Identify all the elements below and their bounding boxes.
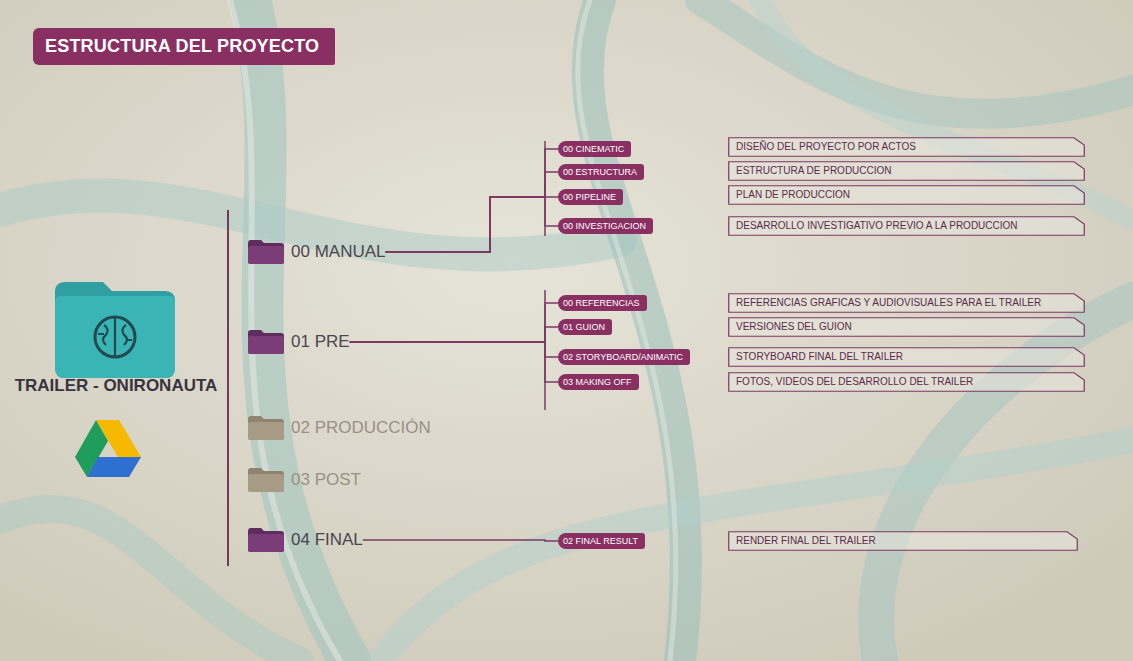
folder-item: 04 FINAL [248, 528, 363, 552]
folder-front [55, 296, 175, 378]
tree-trunk-line [227, 210, 229, 566]
node-text: 00 REFERENCIAS [563, 298, 640, 308]
folder-front [248, 336, 284, 354]
folder-back [248, 240, 284, 264]
node-text: 00 MANUAL [291, 242, 385, 262]
brain-outline [95, 317, 135, 357]
folder-back [248, 330, 284, 354]
description-border [729, 138, 1085, 157]
node-text: ESTRUCTURA DE PRODUCCION [736, 165, 892, 176]
folder-front [248, 422, 284, 440]
node-text: FOTOS, VIDEOS DEL DESARROLLO DEL TRAILER [736, 376, 973, 387]
title-banner: ESTRUCTURA DEL PROYECTO [33, 28, 335, 65]
folder-front [248, 474, 284, 492]
folder-item: 03 POST [248, 468, 361, 492]
folder-icon [248, 240, 284, 264]
folder-icon [248, 468, 284, 492]
description-box: RENDER FINAL DEL TRAILER [728, 531, 1078, 551]
folder-tag: 02 FINAL RESULT [558, 533, 645, 549]
node-text: PLAN DE PRODUCCION [736, 189, 850, 200]
tree-connector [350, 327, 558, 342]
node-text: 03 POST [291, 470, 361, 490]
node-text: 03 MAKING OFF [563, 377, 632, 387]
description-border [729, 294, 1085, 313]
description-border [729, 162, 1085, 181]
folder-tag: 00 CINEMATIC [558, 141, 631, 157]
node-text: REFERENCIAS GRAFICAS Y AUDIOVISUALES PAR… [736, 297, 1041, 308]
node-text: 02 FINAL RESULT [563, 536, 638, 546]
drive-blue [87, 457, 141, 477]
description-box: DESARROLLO INVESTIGATIVO PREVIO A LA PRO… [728, 216, 1085, 236]
neuron-highlight [230, 0, 340, 661]
folder-icon [248, 330, 284, 354]
description-border [729, 373, 1085, 392]
project-folder-icon [55, 282, 175, 378]
neuron-tube [380, 440, 1133, 661]
node-text: 00 PIPELINE [563, 192, 616, 202]
description-box: STORYBOARD FINAL DEL TRAILER [728, 347, 1085, 367]
folder-item: 02 PRODUCCIÓN [248, 416, 431, 440]
description-box: PLAN DE PRODUCCION [728, 185, 1085, 205]
tree-connector [385, 149, 558, 252]
neuron-tube [250, 0, 350, 661]
tree-connector [385, 197, 558, 252]
description-border [729, 318, 1085, 337]
description-box: ESTRUCTURA DE PRODUCCION [728, 161, 1085, 181]
tree-connector [385, 197, 558, 252]
folder-item: 00 MANUAL [248, 240, 385, 264]
node-text: DISEÑO DEL PROYECTO POR ACTOS [736, 141, 916, 152]
tree-connector [363, 540, 558, 541]
folder-item: 01 PRE [248, 330, 350, 354]
description-border [729, 186, 1085, 205]
node-text: 00 CINEMATIC [563, 144, 624, 154]
tree-connector [385, 172, 558, 252]
folder-tag: 00 INVESTIGACION [558, 218, 653, 234]
folder-tag: 03 MAKING OFF [558, 374, 639, 390]
brain-folds [98, 318, 132, 356]
folder-back [248, 528, 284, 552]
description-border [729, 348, 1085, 367]
node-text: 04 FINAL [291, 530, 363, 550]
project-name: TRAILER - ONIRONAUTA [8, 376, 224, 396]
node-text: 00 ESTRUCTURA [563, 167, 637, 177]
description-box: DISEÑO DEL PROYECTO POR ACTOS [728, 137, 1085, 157]
folder-tag: 02 STORYBOARD/ANIMATIC [558, 349, 690, 365]
description-border [729, 217, 1085, 236]
folder-tag: 00 PIPELINE [558, 189, 623, 205]
description-box: REFERENCIAS GRAFICAS Y AUDIOVISUALES PAR… [728, 293, 1085, 313]
tree-connector [350, 303, 558, 342]
tree-connector [350, 342, 558, 357]
folder-back [248, 416, 284, 440]
node-text: 02 STORYBOARD/ANIMATIC [563, 352, 683, 362]
neuron-tube [0, 509, 300, 661]
description-box: VERSIONES DEL GUION [728, 317, 1085, 337]
folder-front [248, 534, 284, 552]
folder-front [248, 246, 284, 264]
node-text: 01 GUION [563, 322, 605, 332]
node-text: STORYBOARD FINAL DEL TRAILER [736, 351, 903, 362]
drive-logo [75, 420, 141, 477]
folder-back [248, 468, 284, 492]
description-box: FOTOS, VIDEOS DEL DESARROLLO DEL TRAILER [728, 372, 1085, 392]
node-text: 01 PRE [291, 332, 350, 352]
folder-icon [248, 528, 284, 552]
folder-tag: 00 REFERENCIAS [558, 295, 647, 311]
folder-tag: 01 GUION [558, 319, 612, 335]
description-border [729, 532, 1078, 551]
node-text: DESARROLLO INVESTIGATIVO PREVIO A LA PRO… [736, 220, 1018, 231]
folder-icon [248, 416, 284, 440]
folder-back [55, 282, 175, 378]
node-text: 00 INVESTIGACION [563, 221, 646, 231]
node-text: RENDER FINAL DEL TRAILER [736, 535, 876, 546]
folder-tag: 00 ESTRUCTURA [558, 164, 644, 180]
node-text: 02 PRODUCCIÓN [291, 418, 431, 438]
tree-connector [350, 342, 558, 382]
node-text: VERSIONES DEL GUION [736, 321, 852, 332]
